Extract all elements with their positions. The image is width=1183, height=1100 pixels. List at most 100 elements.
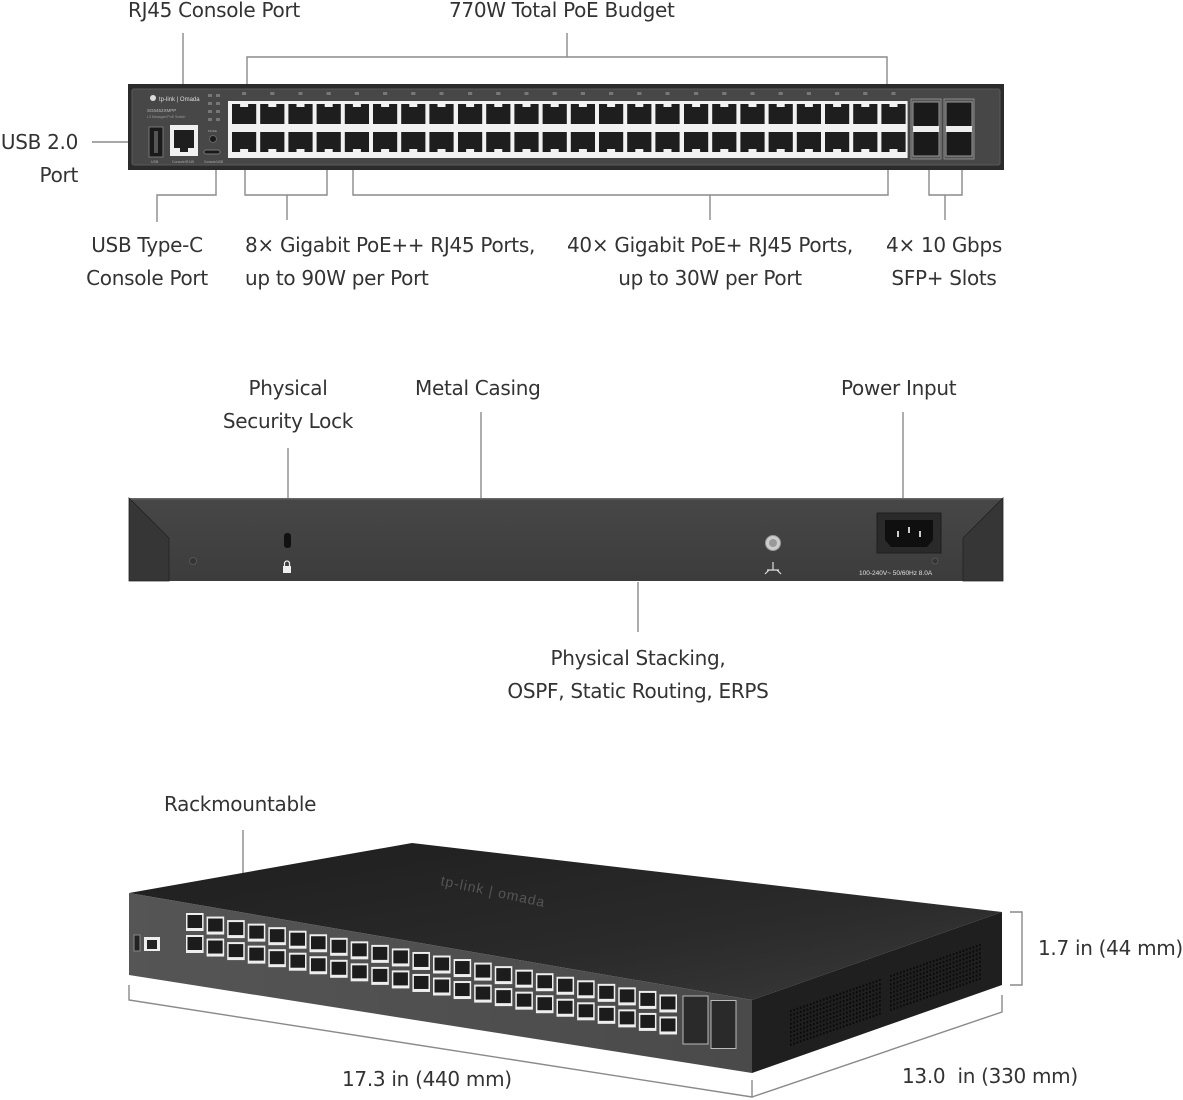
port-led [835,92,840,95]
port-led [326,92,331,95]
port-led [863,92,868,95]
port-led [609,92,614,95]
port-led [552,92,557,95]
dim-depth-line [751,995,1003,1098]
rj45-port[interactable] [373,104,398,124]
perspective-port [660,1018,676,1032]
rj45-port[interactable] [712,104,737,124]
perspective-port [208,918,223,932]
rj45-port[interactable] [796,104,821,124]
rj45-port[interactable] [542,132,567,152]
rj45-port[interactable] [260,132,285,152]
rj45-port[interactable] [740,104,765,124]
console-usb-label: Console/USB [204,160,223,164]
rj45-port[interactable] [684,104,709,124]
rj45-port-grid [228,92,908,158]
rj45-port[interactable] [768,104,793,124]
leader-sfp [928,160,963,220]
usb20-port[interactable] [148,126,164,158]
perspective-sfp [682,995,709,1045]
rj45-port[interactable] [853,104,878,124]
rj45-port[interactable] [232,132,257,152]
power-inlet[interactable] [876,512,942,554]
rj45-port[interactable] [712,132,737,152]
sfp-slot[interactable] [945,129,973,157]
port-led [242,92,247,95]
rj45-port[interactable] [853,132,878,152]
rj45-port[interactable] [740,132,765,152]
dim-width-line [128,985,753,1098]
rj45-port[interactable] [627,104,652,124]
sfp-slot[interactable] [912,101,940,129]
port-led [354,92,359,95]
label-poep-line1: 40× Gigabit PoE+ RJ45 Ports, [567,233,853,257]
switch-rear-panel: 100-240V~ 50/60Hz 8.0A [128,497,1004,582]
rj45-port[interactable] [514,132,539,152]
rj45-port[interactable] [288,104,313,124]
rj45-port[interactable] [542,104,567,124]
rj45-port[interactable] [486,104,511,124]
rj45-port[interactable] [655,132,680,152]
perspective-port [455,961,470,975]
rj45-port[interactable] [768,132,793,152]
rj45-port[interactable] [316,104,341,124]
rj45-port[interactable] [825,104,850,124]
rj45-port[interactable] [599,104,624,124]
port-led [298,92,303,95]
rj45-port[interactable] [401,132,426,152]
sfp-slot-group [910,98,975,160]
rj45-port[interactable] [655,104,680,124]
side-vents [790,943,981,1046]
security-lock-slot[interactable] [284,533,291,548]
rj45-port[interactable] [684,132,709,152]
rj45-port[interactable] [570,104,595,124]
rj45-port[interactable] [825,132,850,152]
perspective-port [660,996,676,1010]
label-stacking-line2: OSPF, Static Routing, ERPS [507,679,769,703]
rj45-port[interactable] [796,132,821,152]
mode-button[interactable] [209,135,217,143]
rear-left-ear [128,497,170,582]
rj45-port[interactable] [373,132,398,152]
rj45-port[interactable] [232,104,257,124]
label-poepp-line2: up to 90W per Port [245,266,429,290]
port-led [383,92,388,95]
perspective-port [249,947,264,961]
port-led [411,92,416,95]
rj45-port[interactable] [429,132,454,152]
port-led [468,92,473,95]
rj45-port[interactable] [599,132,624,152]
rj45-port[interactable] [458,104,483,124]
rj45-port[interactable] [458,132,483,152]
perspective-port [393,972,408,986]
label-power-input: Power Input [841,376,957,400]
label-sfp-line1: 4× 10 Gbps [886,233,1002,257]
rj45-port[interactable] [316,132,341,152]
perspective-port [475,964,491,978]
rj45-port[interactable] [570,132,595,152]
rj45-port[interactable] [429,104,454,124]
rj45-port[interactable] [881,104,906,124]
perspective-port [249,925,264,939]
perspective-port [516,971,532,985]
perspective-port [331,939,347,953]
rj45-port[interactable] [344,132,369,152]
label-dim-depth: 13.0 in (330 mm) [902,1064,1078,1088]
label-rackmountable: Rackmountable [164,792,317,816]
perspective-port [640,992,655,1006]
perspective-port [619,989,635,1003]
rj45-port[interactable] [486,132,511,152]
perspective-port [311,936,326,950]
rj45-port[interactable] [288,132,313,152]
usbc-console-port[interactable] [203,149,221,155]
rj45-port[interactable] [881,132,906,152]
perspective-port [578,1004,594,1018]
label-sfp-line2: SFP+ Slots [891,266,997,290]
perspective-port-grid [133,913,737,1049]
rj45-port[interactable] [260,104,285,124]
rj45-console-port[interactable] [170,125,198,156]
rj45-port[interactable] [401,104,426,124]
rj45-port[interactable] [514,104,539,124]
rj45-port[interactable] [627,132,652,152]
rj45-port[interactable] [344,104,369,124]
